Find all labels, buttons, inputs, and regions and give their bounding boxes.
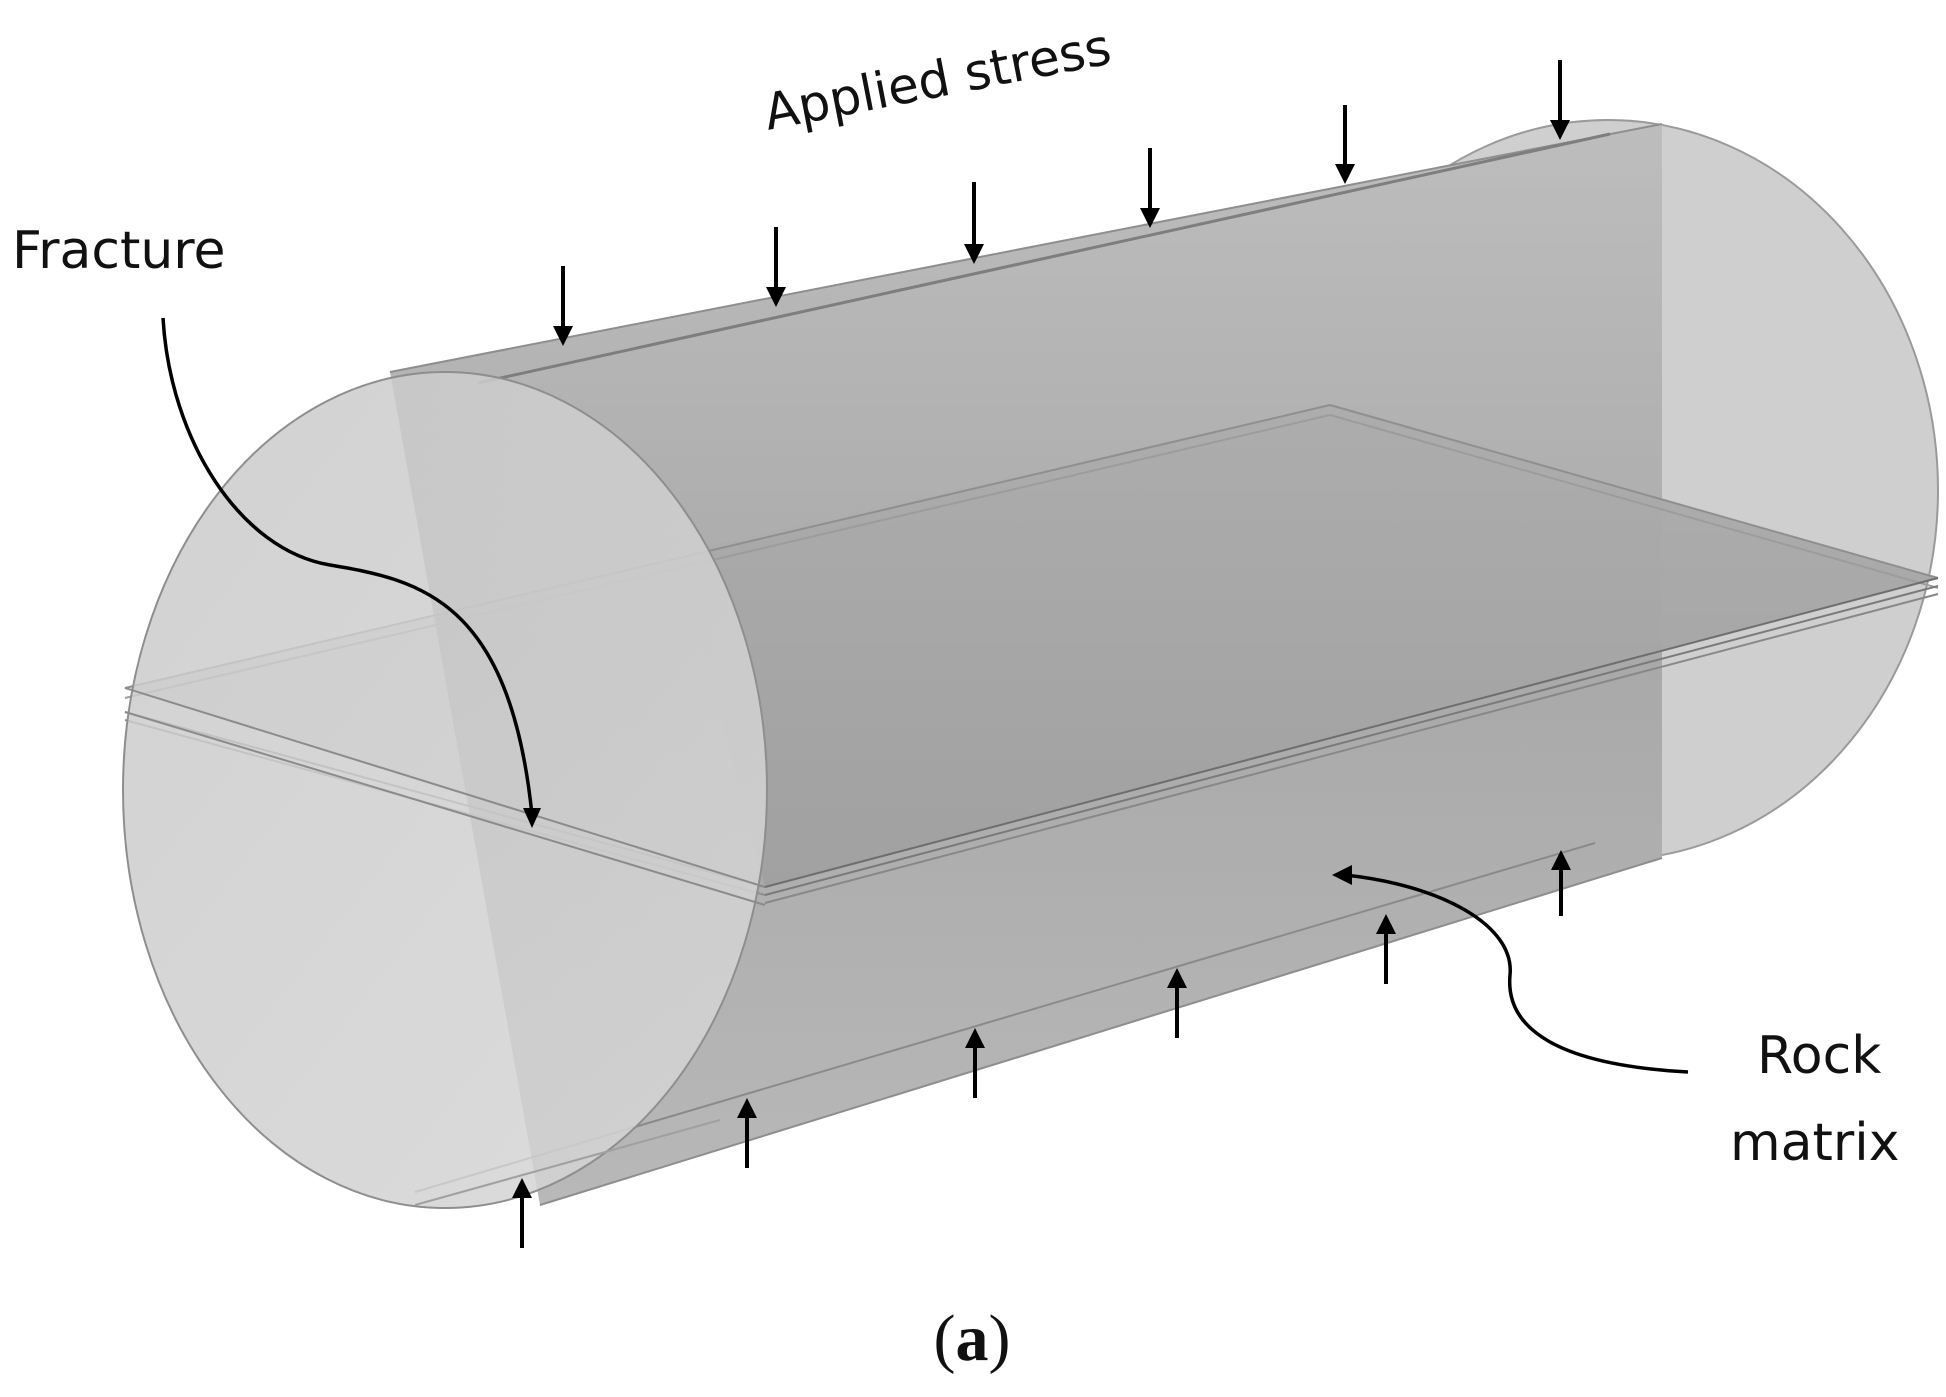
arrow-up-icon: [1376, 914, 1396, 984]
arrow-down-icon: [1140, 148, 1160, 228]
arrow-up-icon: [1167, 968, 1187, 1038]
figure-caption: (a): [934, 1302, 1011, 1375]
applied-stress-arrows-bottom: [512, 850, 1571, 1248]
caption-open-paren: (: [934, 1302, 956, 1375]
arrow-up-icon: [965, 1028, 985, 1098]
arrow-down-icon: [1550, 60, 1570, 140]
caption-letter: a: [956, 1302, 989, 1375]
arrow-down-icon: [1335, 105, 1355, 184]
arrow-up-icon: [1551, 850, 1571, 916]
arrow-down-icon: [553, 266, 573, 346]
rock-matrix-leader-arrow: [1332, 865, 1689, 1074]
applied-stress-arrows-top: [553, 60, 1570, 346]
matrix-label: matrix: [1730, 1113, 1900, 1173]
arrow-down-icon: [766, 227, 786, 307]
arrow-up-icon: [512, 1178, 532, 1248]
fracture-label: Fracture: [12, 221, 226, 281]
arrow-up-icon: [737, 1098, 757, 1168]
arrow-down-icon: [964, 182, 984, 264]
fracture-leader-arrow: [161, 317, 541, 828]
applied-stress-label: Applied stress: [759, 18, 1115, 142]
caption-close-paren: ): [989, 1302, 1011, 1375]
core-front-face: [122, 371, 768, 1209]
rock-label: Rock: [1757, 1026, 1881, 1086]
